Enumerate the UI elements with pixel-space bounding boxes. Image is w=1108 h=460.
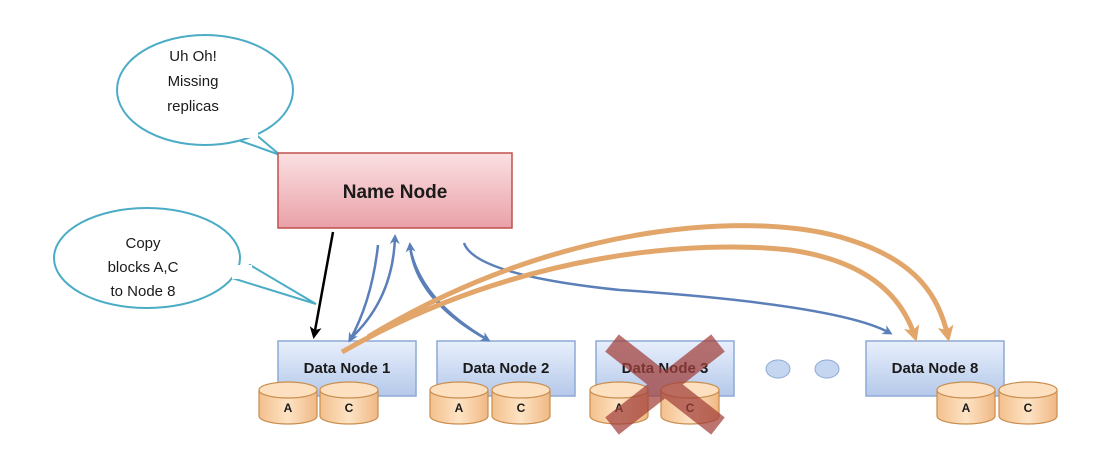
- disk-block-node2-c: C: [491, 381, 551, 425]
- disk-label: C: [517, 401, 526, 415]
- disk-label: A: [284, 401, 293, 415]
- disk-block-node1-c: C: [319, 381, 379, 425]
- disk-label: A: [962, 401, 971, 415]
- data-node-8: Data Node 8: [865, 340, 1005, 397]
- replication-arrow-block-c: [366, 223, 954, 342]
- heartbeat-arrow-node8: [462, 242, 893, 335]
- heartbeat-arrow-node2-reverse: [405, 242, 489, 342]
- disk-label: C: [1024, 401, 1033, 415]
- heartbeat-arrow-node1-reverse: [348, 244, 380, 343]
- heartbeat-arrow-node1: [348, 234, 400, 341]
- missing-replicas-bubble: Uh Oh! Missing replicas: [116, 34, 294, 156]
- disk-label: C: [345, 401, 354, 415]
- disk-block-node2-a: A: [429, 381, 489, 425]
- disk-block-node8-c: C: [998, 381, 1058, 425]
- disk-block-node1-a: A: [258, 381, 318, 425]
- ellipsis-dot: [765, 359, 791, 379]
- copy-blocks-line-3: to Node 8: [110, 283, 175, 300]
- name-node: Name Node: [277, 152, 513, 229]
- ellipsis-dot: [814, 359, 840, 379]
- missing-replicas-line-2: Missing: [168, 73, 219, 90]
- failure-cross-icon: [605, 334, 725, 435]
- data-node-8-label: Data Node 8: [892, 360, 979, 377]
- command-arrow: [309, 231, 335, 339]
- disk-label: A: [455, 401, 464, 415]
- missing-replicas-line-1: Uh Oh!: [169, 48, 217, 65]
- data-node-1-label: Data Node 1: [304, 360, 391, 377]
- name-node-label: Name Node: [343, 182, 448, 203]
- data-node-2-label: Data Node 2: [463, 360, 550, 377]
- copy-blocks-line-2: blocks A,C: [108, 259, 179, 276]
- copy-blocks-line-1: Copy: [125, 235, 161, 252]
- replication-arrow-block-a: [340, 244, 920, 355]
- disk-block-node8-a: A: [936, 381, 996, 425]
- copy-blocks-bubble: Copy blocks A,C to Node 8: [53, 207, 317, 309]
- missing-replicas-line-3: replicas: [167, 98, 219, 115]
